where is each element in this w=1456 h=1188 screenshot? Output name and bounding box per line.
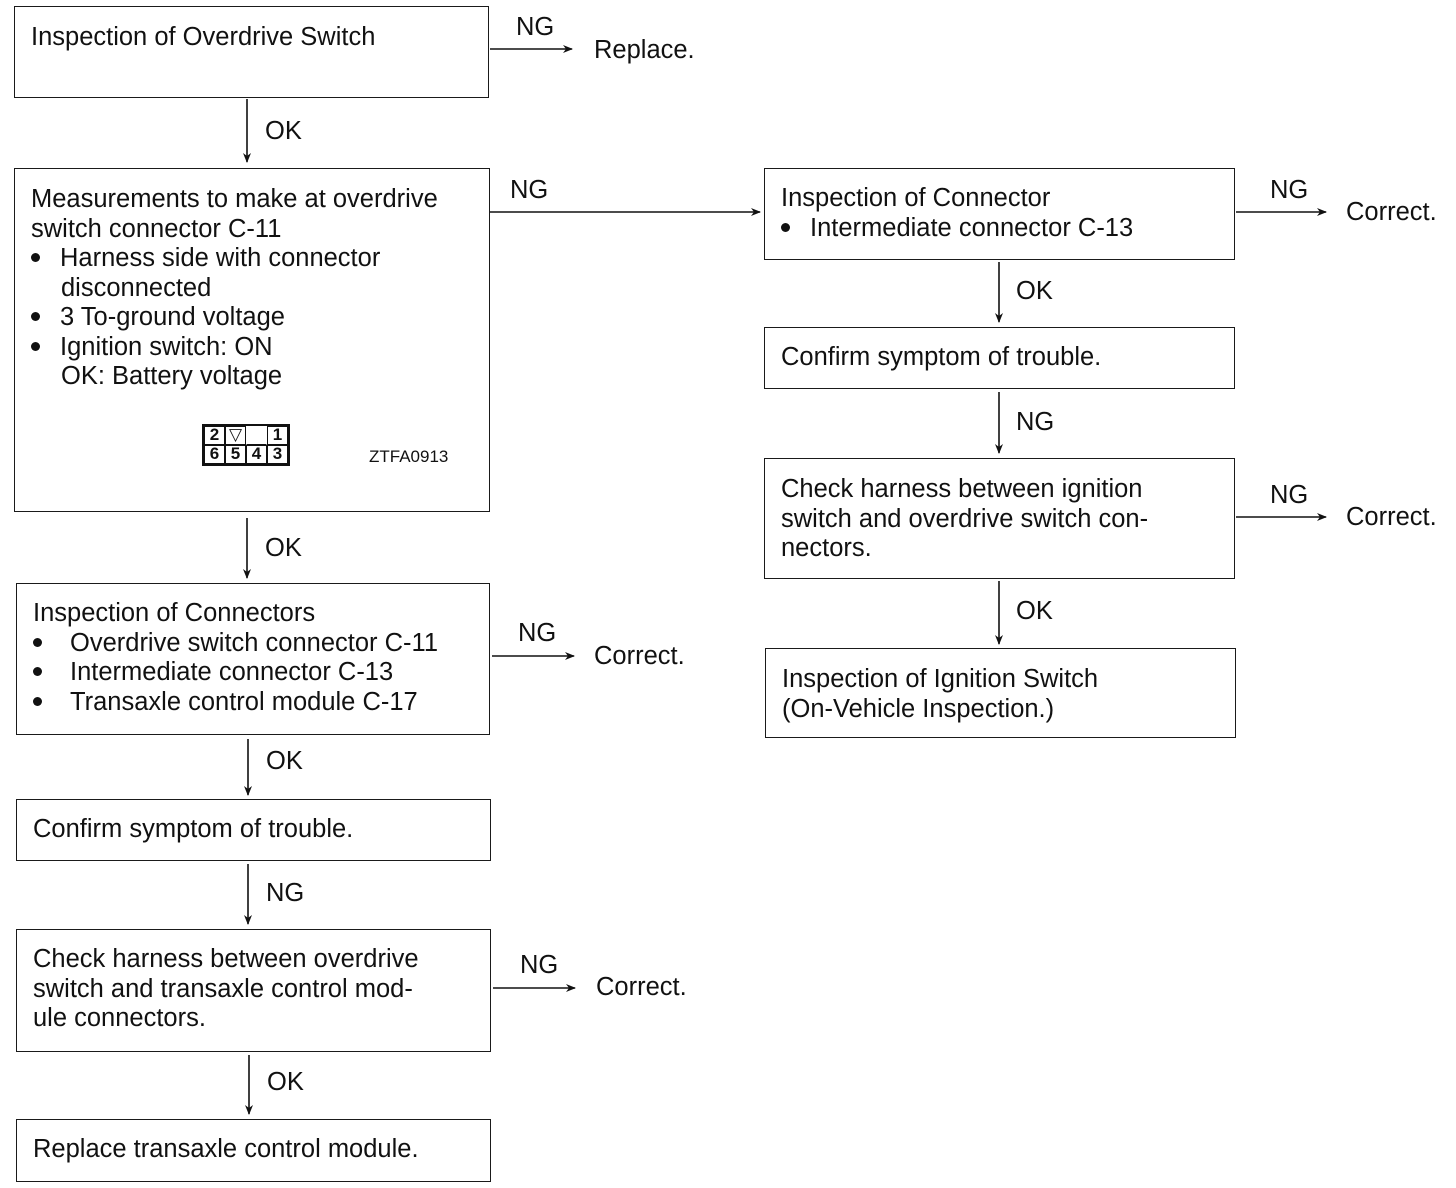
bullet-item: Ignition switch: ON [31, 333, 473, 363]
bullet-text: Transaxle control module C-17 [70, 687, 418, 716]
node-text: Replace transaxle control module. [33, 1135, 419, 1163]
pin-cell: 2 [204, 426, 225, 445]
bullet-icon [31, 253, 40, 262]
edge-label-ng: NG [516, 13, 555, 41]
node-text: Inspection of Overdrive Switch [31, 23, 376, 51]
pin-cell: 6 [204, 445, 225, 464]
bullet-icon [33, 637, 42, 647]
edge-label-ng: NG [1016, 408, 1055, 436]
bullet-text: Intermediate connector C-13 [70, 658, 394, 686]
pin-cell: 1 [267, 426, 288, 445]
bullet-item: Overdrive switch connector C-11 [33, 629, 473, 659]
edge-label-ng: NG [266, 879, 305, 907]
node-text: ule connectors. [33, 1004, 206, 1032]
node-text: Inspection of Connector [781, 184, 1051, 212]
result-replace: Replace. [594, 36, 695, 64]
node-harness-check-left: Check harness between overdrive switch a… [16, 929, 491, 1052]
node-text: switch and transaxle control mod- [33, 974, 413, 1003]
bullet-text: 3 To-ground voltage [60, 303, 285, 331]
node-text: Check harness between overdrive [33, 945, 419, 973]
pin-key-cell: ▽ [225, 426, 246, 445]
node-text: Check harness between ignition [781, 475, 1143, 503]
edge-label-ng: NG [1270, 176, 1309, 204]
bullet-text: Overdrive switch connector C-11 [70, 628, 438, 657]
node-measurements: Measurements to make at overdrive switch… [14, 168, 490, 512]
result-correct: Correct. [1346, 503, 1437, 531]
result-correct: Correct. [596, 973, 687, 1001]
bullet-text: Ignition switch: ON [60, 332, 273, 361]
node-text: Confirm symptom of trouble. [781, 343, 1102, 371]
node-ignition-switch-inspection: Inspection of Ignition Switch (On-Vehicl… [765, 648, 1236, 738]
edge-label-ok: OK [1016, 597, 1053, 625]
bullet-continuation: disconnected [61, 273, 212, 302]
bullet-icon [31, 341, 40, 351]
edge-label-ok: OK [266, 747, 303, 775]
edge-label-ok: OK [267, 1068, 304, 1096]
node-text: Inspection of Connectors [33, 599, 316, 627]
figure-code: ZTFA0913 [369, 447, 449, 466]
edge-label-ng: NG [518, 619, 557, 647]
node-text: Inspection of Ignition Switch [782, 665, 1099, 693]
pin-cell: 5 [225, 445, 246, 464]
result-correct: Correct. [594, 642, 685, 670]
edge-label-ng: NG [520, 951, 559, 979]
node-text: switch connector C-11 [31, 214, 282, 243]
bullet-item: Intermediate connector C-13 [33, 658, 473, 688]
node-text: nectors. [781, 534, 872, 562]
bullet-item: Transaxle control module C-17 [33, 688, 473, 718]
node-text: (On-Vehicle Inspection.) [782, 694, 1055, 723]
bullet-item: Harness side with connector [31, 244, 473, 274]
bullet-item: Intermediate connector C-13 [781, 214, 1218, 244]
node-harness-check-right: Check harness between ignition switch an… [764, 458, 1235, 579]
bullet-icon [781, 222, 790, 232]
node-replace-tcm: Replace transaxle control module. [16, 1119, 491, 1182]
node-confirm-symptom-left: Confirm symptom of trouble. [16, 799, 491, 861]
connector-pin-diagram: 2 ▽ 1 6 5 4 3 [202, 424, 290, 466]
edge-label-ok: OK [265, 117, 302, 145]
pin-cell: 3 [267, 445, 288, 464]
pin-cell [246, 426, 267, 445]
node-text: switch and overdrive switch con- [781, 504, 1149, 533]
bullet-continuation: OK: Battery voltage [61, 362, 283, 390]
node-connector-inspection-right: Inspection of Connector Intermediate con… [764, 168, 1235, 260]
node-text: Confirm symptom of trouble. [33, 815, 354, 843]
result-correct: Correct. [1346, 198, 1437, 226]
edge-label-ok: OK [265, 534, 302, 562]
edge-label-ng: NG [510, 176, 549, 204]
pin-cell: 4 [246, 445, 267, 464]
node-confirm-symptom-right: Confirm symptom of trouble. [764, 327, 1235, 389]
node-text: Measurements to make at overdrive [31, 185, 438, 213]
node-connectors-inspection: Inspection of Connectors Overdrive switc… [16, 583, 490, 735]
node-overdrive-switch-inspection: Inspection of Overdrive Switch [14, 6, 489, 98]
bullet-icon [31, 312, 40, 321]
bullet-item: 3 To-ground voltage [31, 303, 473, 333]
edge-label-ok: OK [1016, 277, 1053, 305]
bullet-text: Intermediate connector C-13 [810, 213, 1134, 242]
edge-label-ng: NG [1270, 481, 1309, 509]
bullet-icon [33, 696, 42, 706]
bullet-text: Harness side with connector [60, 244, 381, 272]
bullet-icon [33, 667, 42, 676]
